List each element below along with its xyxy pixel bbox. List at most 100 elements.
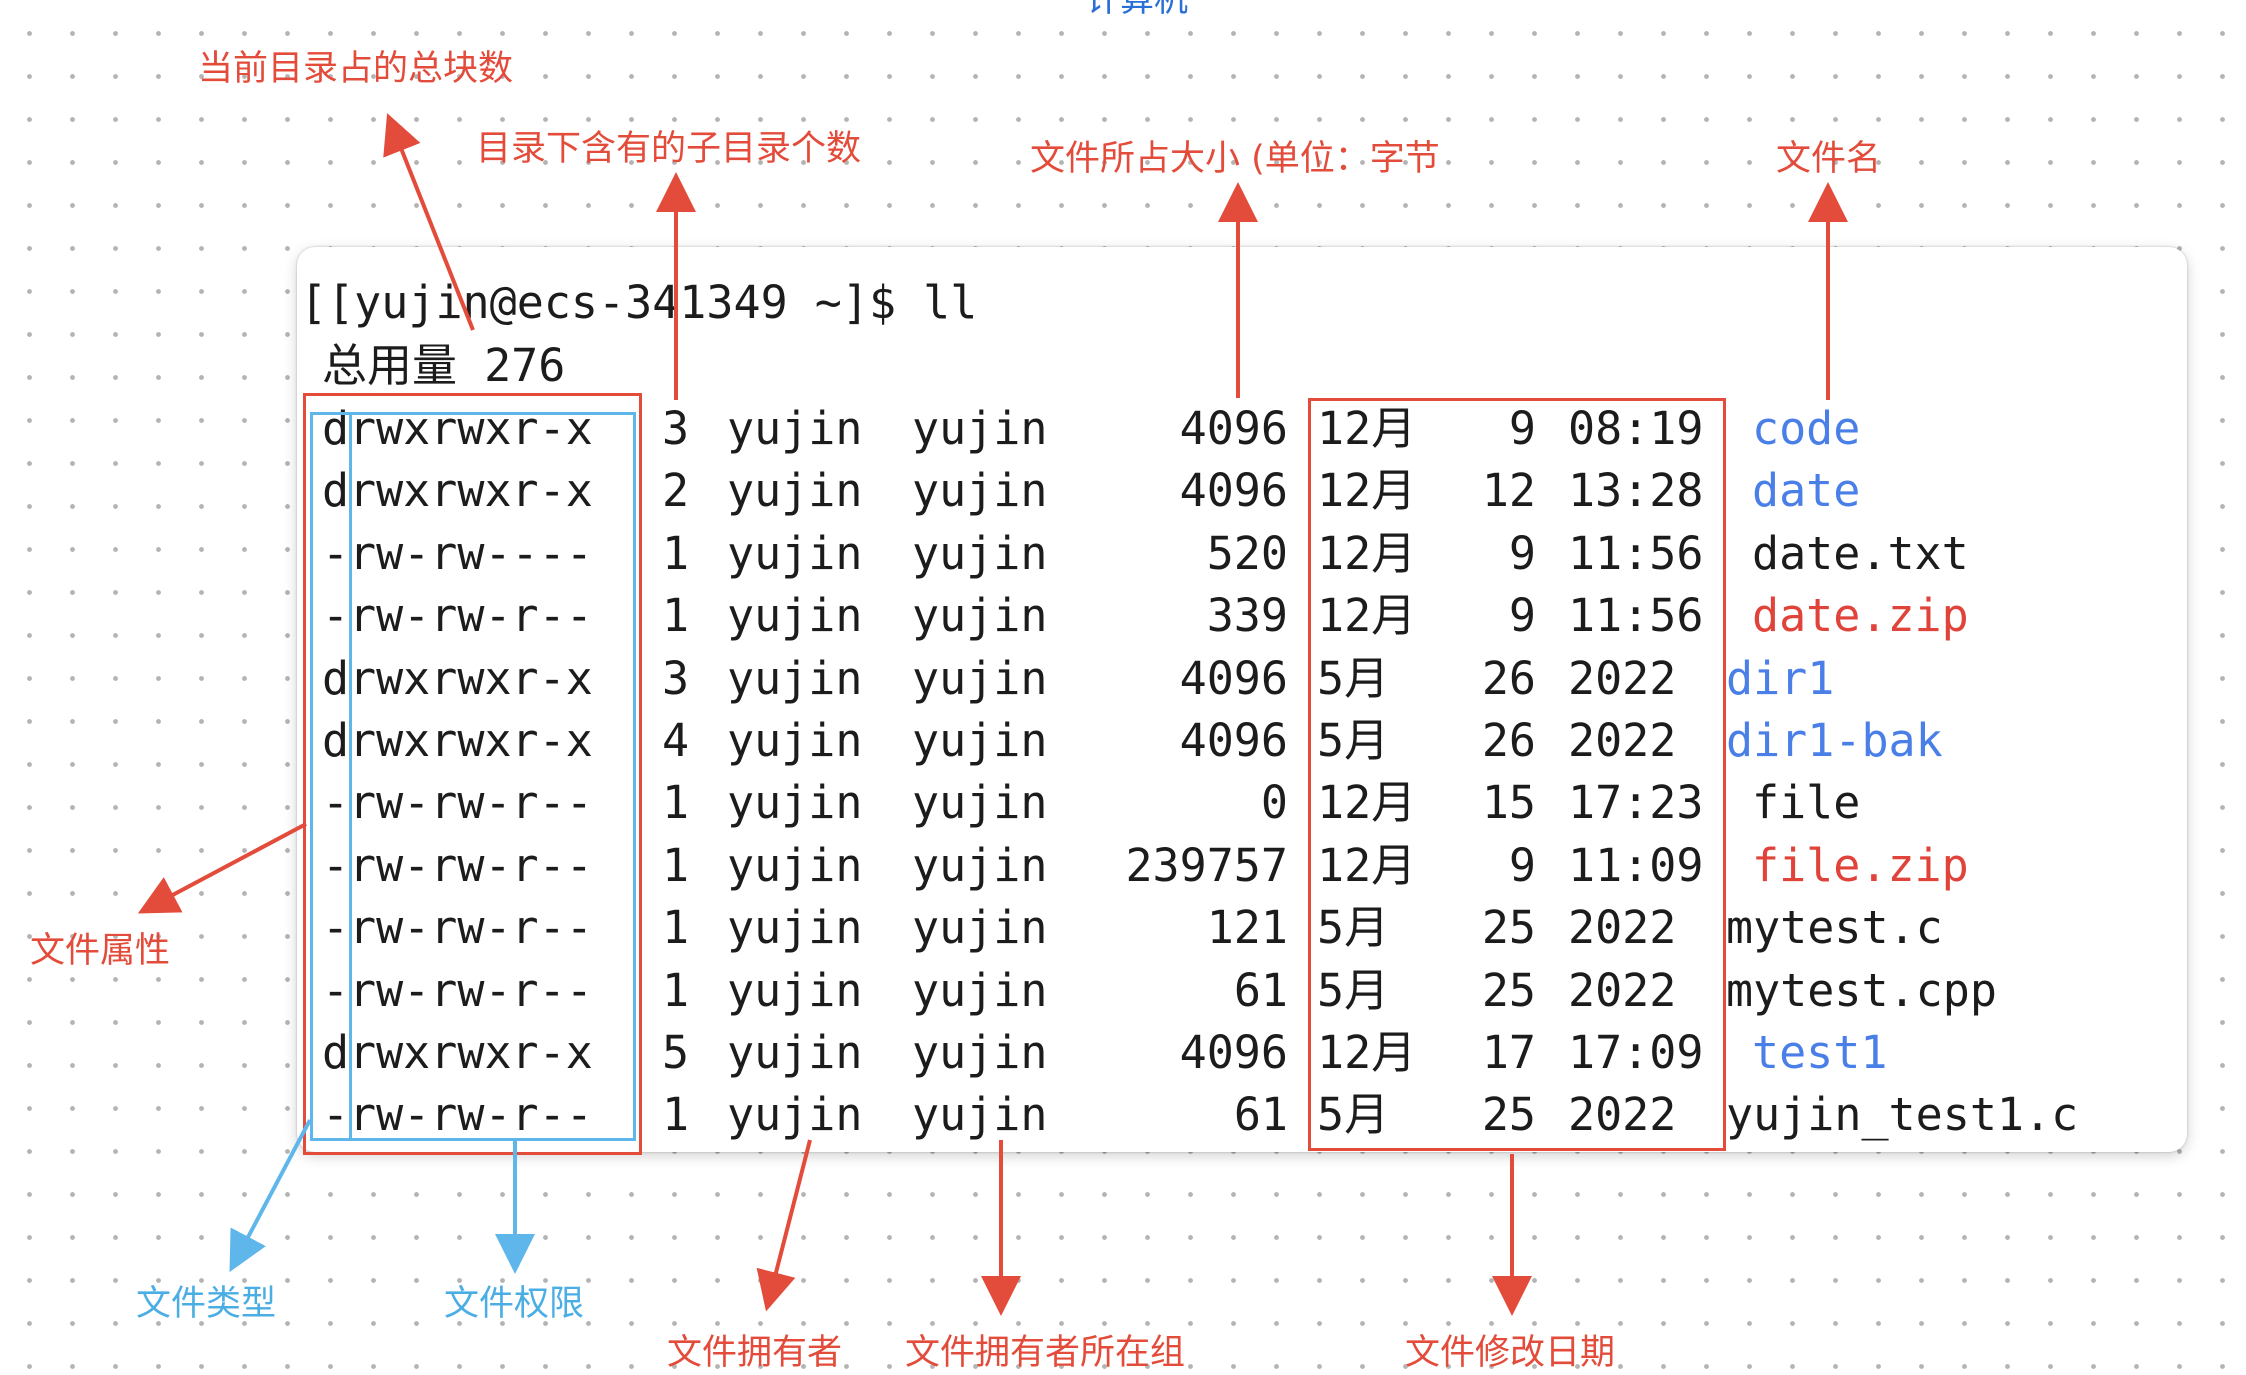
annotation-owner-group: 文件拥有者所在组 [905,1333,1186,1373]
file-time: 2022 [1568,1088,1677,1141]
annotation-file-name: 文件名 [1776,139,1882,179]
file-owner: yujin [727,464,863,517]
file-group: yujin [912,527,1048,580]
file-day: 9 [1508,839,1536,892]
file-time: 17:23 [1568,776,1704,829]
file-type-char: d [322,652,350,705]
arrow-file-owner [756,1139,812,1312]
file-owner: yujin [727,402,863,455]
file-month: 12月 [1317,527,1417,580]
file-type-char: - [322,1088,350,1141]
file-group: yujin [912,589,1048,642]
file-type-char: d [322,402,350,455]
file-month: 5月 [1317,1088,1390,1141]
annotation-file-size: 文件所占大小 (单位：字节 [1030,139,1440,179]
permissions-box [310,412,636,1141]
file-time: 2022 [1568,901,1677,954]
file-size: 121 [1206,901,1288,954]
file-time: 11:56 [1568,527,1704,580]
file-owner: yujin [727,652,863,705]
file-permissions: rwxrwxr-x [349,402,593,455]
file-group: yujin [912,776,1048,829]
file-name: date.txt [1752,527,1969,580]
file-owner: yujin [727,589,863,642]
file-month: 5月 [1317,901,1390,954]
file-name: date [1752,464,1861,517]
file-day: 25 [1481,964,1536,1017]
file-group: yujin [912,839,1048,892]
date-box [1308,398,1726,1151]
file-permissions: rw-rw-r-- [349,776,593,829]
arrow-file-type [229,1119,312,1273]
file-group: yujin [912,652,1048,705]
file-owner: yujin [727,714,863,767]
file-day: 12 [1481,464,1536,517]
file-time: 17:09 [1568,1026,1704,1079]
file-name: dir1 [1726,652,1835,705]
file-name: file [1752,776,1861,829]
link-count: 1 [662,964,690,1017]
file-size: 4096 [1179,464,1288,517]
terminal-window[interactable] [297,247,2187,1152]
link-count: 2 [662,464,690,517]
total-line: 总用量 276 [0,335,2246,397]
file-day: 9 [1508,589,1536,642]
file-group: yujin [912,402,1048,455]
file-size: 61 [1233,964,1288,1017]
file-group: yujin [912,901,1048,954]
file-type-char: d [322,464,350,517]
file-size: 4096 [1179,714,1288,767]
link-count: 3 [662,402,690,455]
link-count: 4 [662,714,690,767]
file-month: 5月 [1317,964,1390,1017]
file-owner: yujin [727,839,863,892]
file-permissions: rw-rw-r-- [349,964,593,1017]
file-time: 13:28 [1568,464,1704,517]
link-count: 1 [662,901,690,954]
file-day: 17 [1481,1026,1536,1079]
file-permissions: rwxrwxr-x [349,714,593,767]
file-month: 12月 [1317,464,1417,517]
total-text: 总用量 276 [322,339,566,392]
annotation-file-perms: 文件权限 [444,1284,585,1324]
file-day: 9 [1508,402,1536,455]
arrow-file-attrs [137,822,307,914]
link-count: 1 [662,776,690,829]
file-permissions: rw-rw-r-- [349,589,593,642]
file-name: mytest.c [1726,901,1943,954]
file-owner: yujin [727,964,863,1017]
file-size: 4096 [1179,402,1288,455]
file-type-char: - [322,964,350,1017]
file-day: 9 [1508,527,1536,580]
file-time: 2022 [1568,714,1677,767]
file-permissions: rw-rw-r-- [349,901,593,954]
file-group: yujin [912,464,1048,517]
file-time: 2022 [1568,652,1677,705]
file-time: 08:19 [1568,402,1704,455]
link-count: 3 [662,652,690,705]
file-month: 5月 [1317,714,1390,767]
file-size: 339 [1206,589,1288,642]
file-permissions: rwxrwxr-x [349,1026,593,1079]
annotation-mod-date: 文件修改日期 [1405,1333,1616,1373]
file-type-char: - [322,776,350,829]
file-permissions: rw-rw-r-- [349,1088,593,1141]
file-permissions: rwxrwxr-x [349,464,593,517]
annotation-file-attrs: 文件属性 [30,931,171,971]
file-time: 11:09 [1568,839,1704,892]
file-group: yujin [912,964,1048,1017]
link-count: 1 [662,1088,690,1141]
link-count: 5 [662,1026,690,1079]
annotation-subdir-count: 目录下含有的子目录个数 [476,129,862,169]
annotation-total-blocks: 当前目录占的总块数 [198,49,514,89]
file-name: yujin_test1.c [1726,1088,2079,1141]
file-time: 2022 [1568,964,1677,1017]
link-count: 1 [662,589,690,642]
prompt-text: [[yujin@ecs-341349 ~]$ ll [300,276,978,329]
file-permissions: rwxrwxr-x [349,652,593,705]
